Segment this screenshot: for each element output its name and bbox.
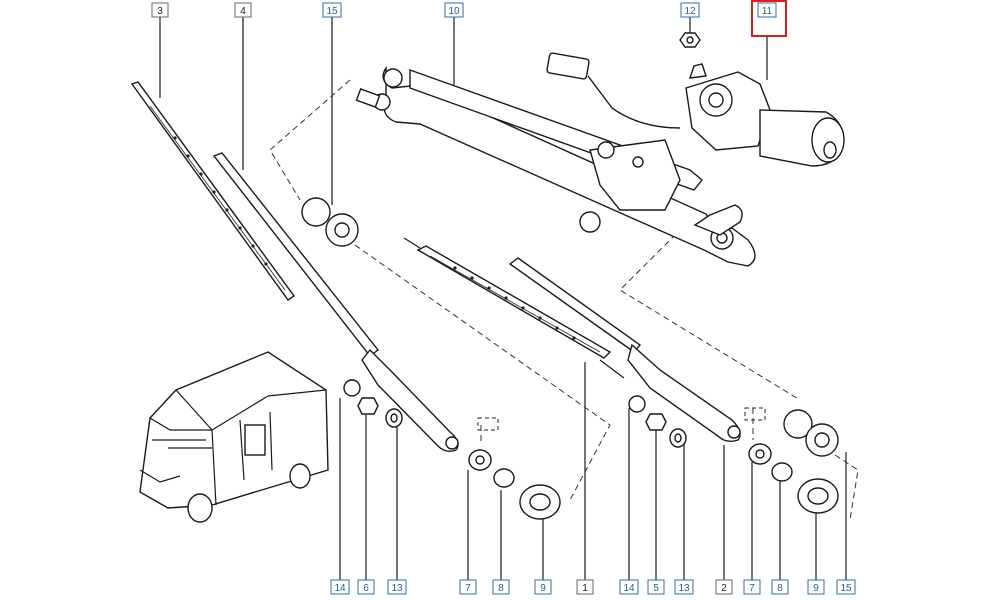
callout-7-left: 7 bbox=[459, 579, 477, 595]
wiper-arm-right bbox=[508, 257, 741, 443]
fastener-set-right bbox=[628, 395, 687, 448]
callout-12: 12 bbox=[680, 2, 700, 18]
callout-10: 10 bbox=[444, 2, 464, 18]
callout-8-right: 8 bbox=[771, 579, 789, 595]
svg-text:14: 14 bbox=[334, 583, 346, 594]
callout-7-right: 7 bbox=[743, 579, 761, 595]
callout-11-highlighted[interactable]: 11 bbox=[751, 0, 787, 37]
svg-text:7: 7 bbox=[465, 583, 471, 594]
callout-14-left: 14 bbox=[330, 579, 350, 595]
svg-text:13: 13 bbox=[391, 583, 403, 594]
wiper-blade-right bbox=[403, 237, 625, 379]
svg-text:5: 5 bbox=[653, 583, 659, 594]
nut-12 bbox=[679, 32, 701, 48]
svg-text:15: 15 bbox=[326, 6, 338, 17]
callout-3: 3 bbox=[151, 2, 169, 18]
svg-text:1: 1 bbox=[582, 583, 588, 594]
callout-9-right: 9 bbox=[807, 579, 825, 595]
svg-text:9: 9 bbox=[813, 583, 819, 594]
callout-8-left: 8 bbox=[492, 579, 510, 595]
svg-text:7: 7 bbox=[749, 583, 755, 594]
spindle-set-right bbox=[744, 407, 839, 514]
svg-text:8: 8 bbox=[777, 583, 783, 594]
svg-text:10: 10 bbox=[448, 6, 460, 17]
svg-text:6: 6 bbox=[363, 583, 369, 594]
callout-15-bottom: 15 bbox=[836, 579, 856, 595]
svg-text:14: 14 bbox=[623, 583, 635, 594]
callout-13-left: 13 bbox=[387, 579, 407, 595]
callout-9-left: 9 bbox=[534, 579, 552, 595]
wiper-blade-left bbox=[130, 81, 295, 301]
svg-text:4: 4 bbox=[240, 6, 246, 17]
spindle-set-left bbox=[468, 417, 561, 520]
svg-text:12: 12 bbox=[684, 6, 696, 17]
callout-6: 6 bbox=[357, 579, 375, 595]
wiper-motor bbox=[546, 52, 845, 167]
svg-text:3: 3 bbox=[157, 6, 163, 17]
callout-13-right: 13 bbox=[674, 579, 694, 595]
svg-text:15: 15 bbox=[840, 583, 852, 594]
rubber-cover-15-right bbox=[783, 409, 839, 457]
svg-text:11: 11 bbox=[762, 6, 773, 17]
van-illustration bbox=[139, 351, 329, 523]
rubber-cover-15-left bbox=[301, 197, 359, 247]
svg-text:2: 2 bbox=[721, 583, 727, 594]
callout-1: 1 bbox=[576, 579, 594, 595]
callout-15-top: 15 bbox=[322, 2, 342, 18]
callout-2: 2 bbox=[715, 579, 733, 595]
svg-text:9: 9 bbox=[540, 583, 546, 594]
callout-4: 4 bbox=[234, 2, 252, 18]
svg-text:13: 13 bbox=[678, 583, 690, 594]
callout-5: 5 bbox=[647, 579, 665, 595]
wiper-arm-left bbox=[212, 152, 459, 453]
wiper-linkage bbox=[355, 65, 756, 267]
explode-lines bbox=[269, 79, 859, 521]
svg-text:8: 8 bbox=[498, 583, 504, 594]
fastener-set-left bbox=[343, 379, 403, 428]
callout-14-right: 14 bbox=[619, 579, 639, 595]
